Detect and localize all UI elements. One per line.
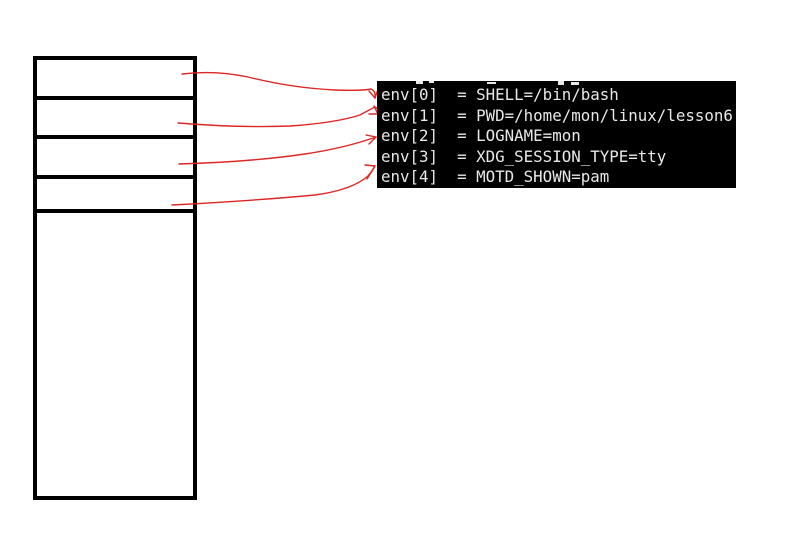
cell-divider [37,175,193,179]
array-cell-4 [37,213,193,496]
arrow-cell1-to-env1 [177,105,380,128]
arrow-cell2-to-env2 [178,134,377,165]
clipped-prev-line-remnant [558,81,564,85]
array-cell-1 [37,100,193,135]
arrow-cell3-to-env3 [171,164,376,206]
array-cell-3 [37,179,193,209]
clipped-prev-line-remnant [487,82,496,84]
cell-divider [37,135,193,139]
clipped-prev-line-remnant [429,81,434,83]
terminal-output: env[0] = SHELL=/bin/bash env[1] = PWD=/h… [377,81,736,188]
array-cell-2 [37,139,193,175]
clipped-prev-line-remnant [416,81,423,84]
terminal-line-env3: env[3] = XDG_SESSION_TYPE=tty [381,146,667,166]
arrow-cell0-to-env0 [181,71,379,99]
clipped-prev-line-remnant [571,82,579,85]
env-array-box [33,56,197,500]
cell-divider [37,96,193,100]
terminal-line-env4: env[4] = MOTD_SHOWN=pam [381,167,610,186]
cell-divider [37,209,193,213]
terminal-line-env2: env[2] = LOGNAME=mon [381,126,581,145]
array-cell-0 [37,60,193,96]
terminal-line-env1: env[1] = PWD=/home/mon/linux/lesson6 [381,105,733,125]
terminal-line-env0: env[0] = SHELL=/bin/bash [381,85,619,104]
